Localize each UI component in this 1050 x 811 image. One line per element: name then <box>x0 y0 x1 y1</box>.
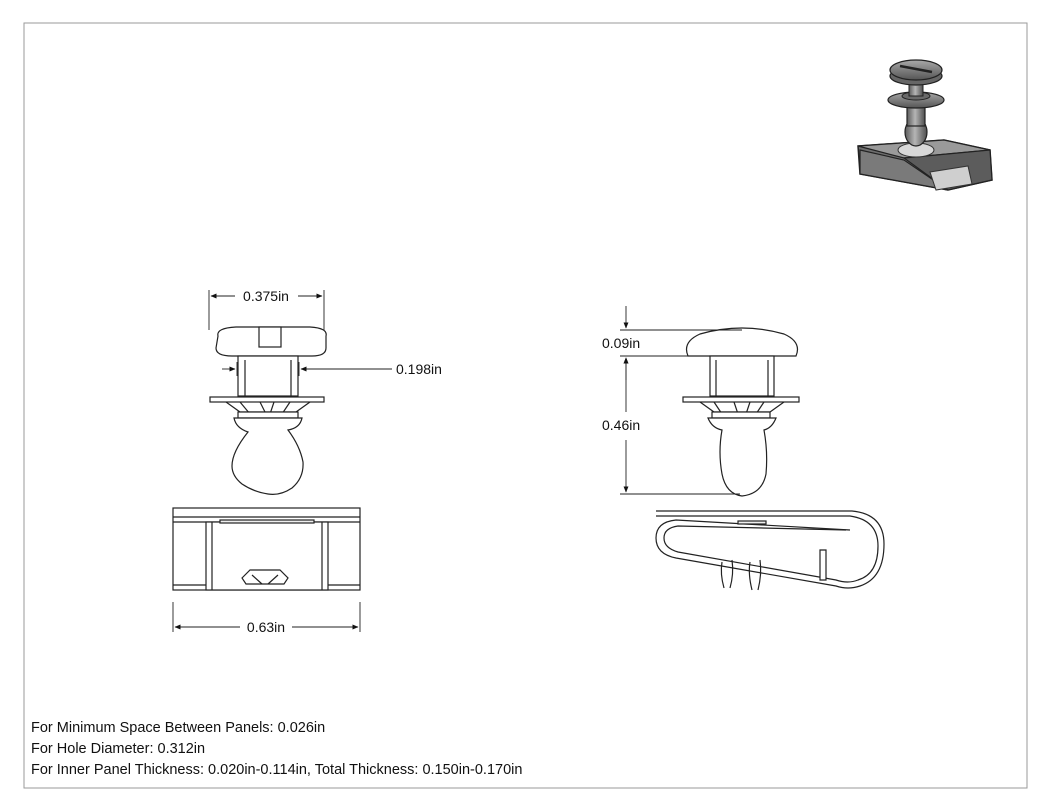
front-view <box>172 326 361 591</box>
front-view-dimensions <box>172 290 392 632</box>
note-min-space: For Minimum Space Between Panels: 0.026i… <box>31 720 326 736</box>
dimension-head-height: 0.09in <box>602 335 640 351</box>
note-panel-thickness: For Inner Panel Thickness: 0.020in-0.114… <box>31 762 523 778</box>
dimension-stud-length: 0.46in <box>602 417 640 433</box>
isometric-render <box>857 59 993 191</box>
drawing-border <box>23 22 1028 789</box>
dimension-shank-diameter: 0.198in <box>396 361 442 377</box>
side-view-dimensions <box>620 306 742 495</box>
notes-block: For Minimum Space Between Panels: 0.026i… <box>31 718 522 781</box>
side-view <box>655 327 885 591</box>
note-hole-diameter: For Hole Diameter: 0.312in <box>31 741 206 757</box>
dimension-head-width: 0.375in <box>243 288 289 304</box>
dimension-clip-width: 0.63in <box>247 619 285 635</box>
